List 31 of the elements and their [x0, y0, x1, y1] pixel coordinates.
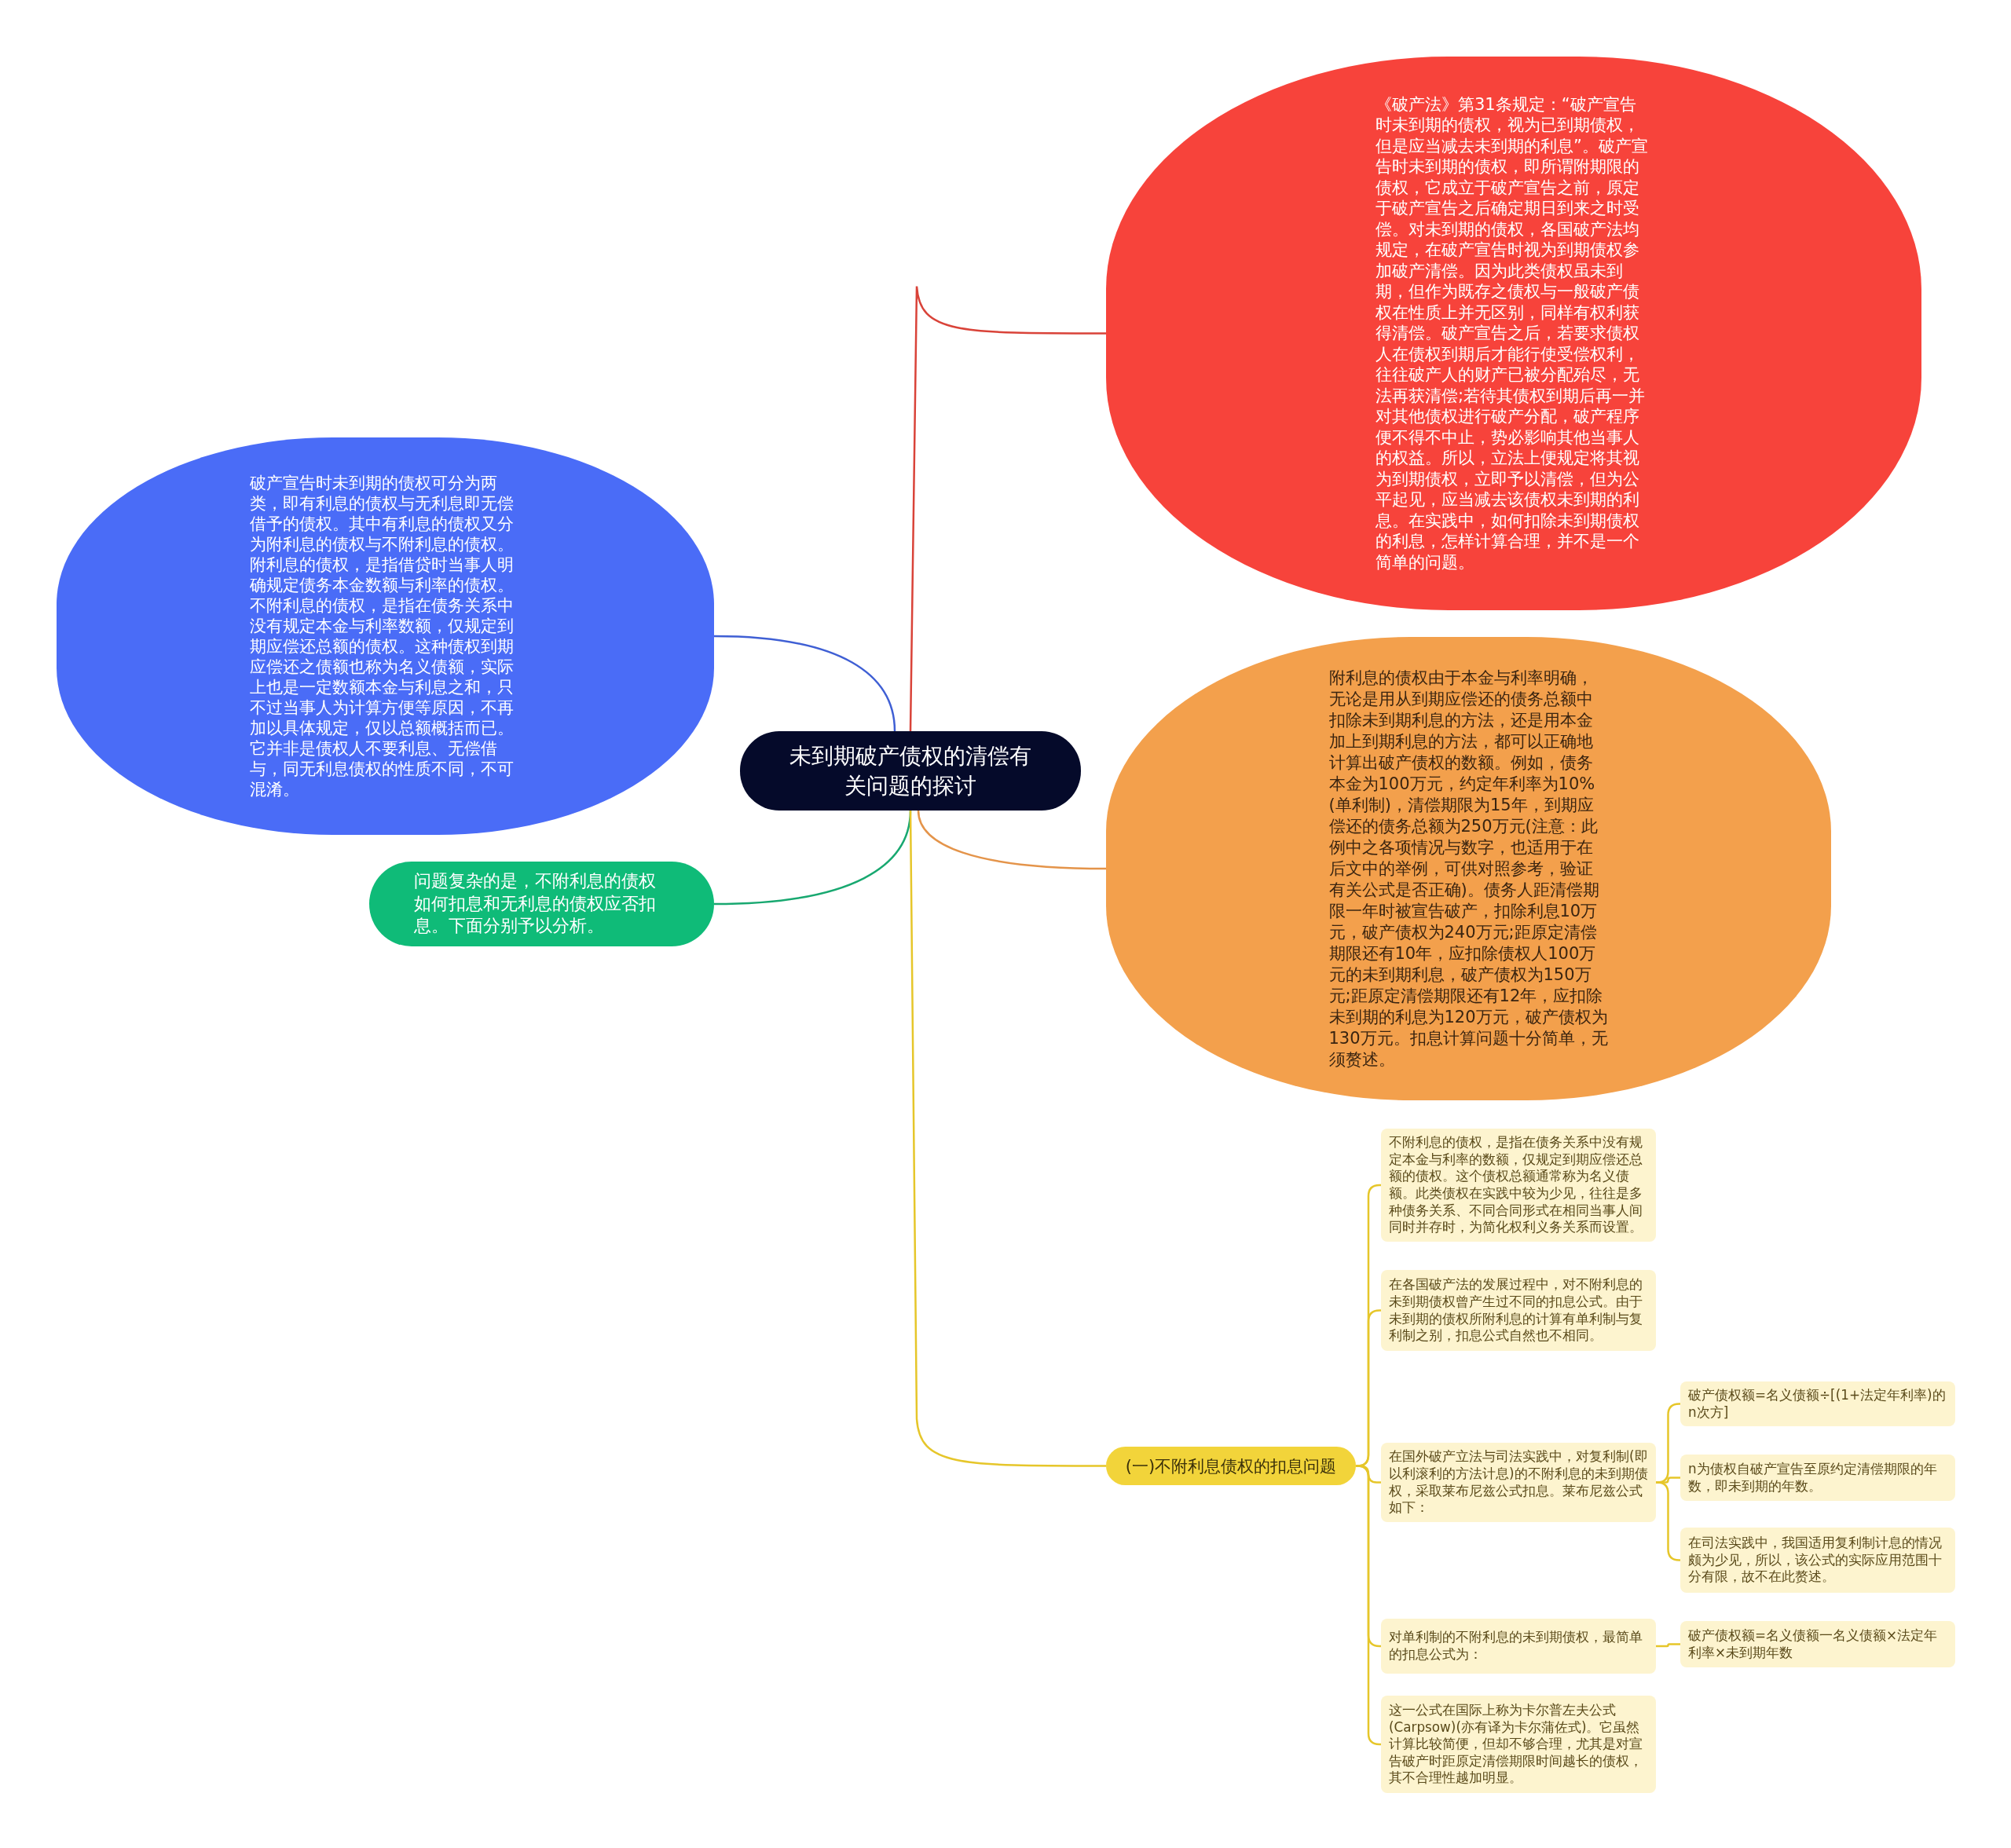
connector-line	[1656, 1643, 1680, 1648]
note-text: 在国外破产立法与司法实践中，对复利制(即以利滚利的方法计息)的不附利息的未到期债权，采取莱布尼兹公式扣息。莱布尼兹公式如下：	[1389, 1448, 1648, 1517]
pill-text: 问题复杂的是，不附利息的债权如何扣息和无利息的债权应否扣息。下面分别予以分析。	[413, 870, 657, 938]
note-card	[1381, 1696, 1656, 1793]
note-card	[1680, 1455, 1955, 1501]
note-text: n为债权自破产宣告至原约定清偿期限的年数，即未到期的年数。	[1688, 1460, 1938, 1495]
note-card	[1680, 1621, 1955, 1667]
note-card	[1381, 1619, 1656, 1674]
bubble-text: 附利息的债权由于本金与利率明确，无论是用从到期应偿还的债务总额中扣除未到期利息的方法，还是用本金加上到期利息的方法，都可以正确地计算出破产债权的数额。例如，债务本金为100万元，约定年利率为10%(单利制)，清偿期限为15年，到期应偿还的债务总额为250万元(注意：此例中之各项情况与数字，也适用于在后文中的举例，可供对照参考，验证有关公式是否正确)。债务人距清偿期限一年时被宣告破产，扣除利息10万元，破产债权为240万元;距原定清偿期限还有10年，应扣除债权人100万元的未到期利息，破产债权为150万元;距原定清偿期限还有12年，应扣除未到期的利息为120万元，破产债权为130万元。扣息计算问题十分简单，无须赘述。	[1328, 667, 1609, 1070]
topic-text: 未到期破产债权的清偿有关问题的探讨	[789, 741, 1032, 800]
note-text: 这一公式在国际上称为卡尔普左夫公式(Carpsow)(亦有译为卡尔蒲佐式)。它虽然计算比较简便，但却不够合理，尤其是对宣告破产时距原定清偿期限时间越长的债权，其不合理性越加明显。	[1389, 1702, 1643, 1787]
connector-line	[909, 285, 1106, 731]
note-card	[1381, 1443, 1656, 1522]
pill-text: (一)不附利息债权的扣息问题	[1124, 1455, 1338, 1477]
note-text: 破产债权额=名义债额一名义债额×法定年利率×未到期年数	[1688, 1627, 1939, 1662]
connector-line	[917, 810, 1107, 870]
note-text: 不附利息的债权，是指在债务关系中没有规定本金与利率的数额，仅规定到期应偿还总额的债权。这个债权总额通常称为名义债额。此类债权在实践中较为少见，往往是多种债务关系、不同合同形式在相同当事人间同时并存时，为简化权利义务关系而设置。	[1389, 1134, 1643, 1236]
note-text: 在司法实践中，我国适用复利制计息的情况颇为少见，所以，该公式的实际应用范围十分有限，故不在此赘述。	[1688, 1535, 1943, 1586]
note-text: 破产债权额=名义债额÷[(1+法定年利率)的n次方]	[1688, 1386, 1947, 1422]
connector-line	[713, 635, 896, 732]
note-card	[1680, 1381, 1955, 1426]
connector-line	[909, 811, 1106, 1467]
note-card	[1680, 1528, 1955, 1593]
connector-line	[1655, 1481, 1681, 1561]
note-text: 对单利制的不附利息的未到期债权，最简单的扣息公式为：	[1389, 1629, 1643, 1663]
note-text: 在各国破产法的发展过程中，对不附利息的未到期债权曾产生过不同的扣息公式。由于未到期的债权所附利息的计算有单利制与复利制之别，扣息公式自然也不相同。	[1389, 1276, 1643, 1345]
subtopic-pill	[1106, 1447, 1356, 1485]
note-card	[1381, 1270, 1656, 1351]
bubble-text: 《破产法》第31条规定：“破产宣告时未到期的债权，视为已到期债权，但是应当减去未到期的利息”。破产宣告时未到期的债权，即所谓附期限的债权，它成立于破产宣告之前，原定于破产宣告之后确定期日到来之时受偿。对未到期的债权，各国破产法均规定，在破产宣告时视为到期债权参加破产清偿。因为此类债权虽未到期，但作为既存之债权与一般破产债权在性质上并无区别，同样有权利获得清偿。破产宣告之后，若要求债权人在债权到期后才能行使受偿权利，往往破产人的财产已被分配殆尽，无法再获清偿;若待其债权到期后再一并对其他债权进行破产分配，破产程序便不得不中止，势必影响其他当事人的权益。所以，立法上便规定将其视为到期债权，立即予以清偿，但为公平起见，应当减去该债权未到期的利息。在实践中，如何扣除未到期债权的利息，怎样计算合理，并不是一个简单的问题。	[1375, 93, 1649, 573]
bubble-text: 破产宣告时未到期的债权可分为两类，即有利息的债权与无利息即无偿借予的债权。其中有利息的债权又分为附利息的债权与不附利息的债权。附利息的债权，是指借贷时当事人明确规定债务本金数额与利率的债权。不附利息的债权，是指在债务关系中没有规定本金与利率数额，仅规定到期应偿还总额的债权。这种债权到期应偿还之债额也称为名义债额，实际上也是一定数额本金与利息之和，只不过当事人为计算方便等原因，不再加以具体规定，仅以总额概括而已。它并非是债权人不要利息、无偿借与，同无利息债权的性质不同，不可混淆。	[249, 473, 515, 800]
note-card	[1381, 1129, 1656, 1242]
